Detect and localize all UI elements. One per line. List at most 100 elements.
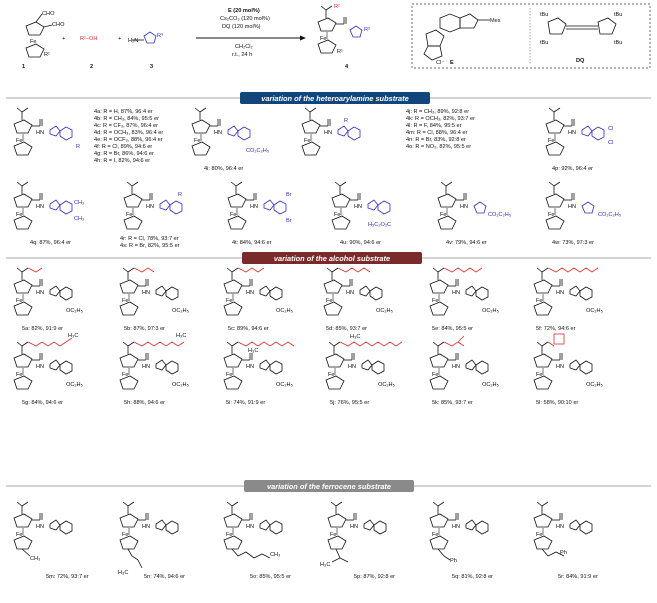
row-5m-5r: CH₃ Fe HN 5m: 72%, 93:7 er H₃C Fe HN 5n:… xyxy=(13,501,598,580)
svg-text:HN: HN xyxy=(142,524,150,530)
svg-text:HN: HN xyxy=(324,130,332,136)
compound-5r-structure: Ph Fe HN xyxy=(533,501,593,557)
svg-text:DQ: DQ xyxy=(576,58,585,64)
svg-text:HN: HN xyxy=(142,290,150,296)
condition-catalyst: E (20 mol%) xyxy=(228,8,260,14)
svg-text:CO₂C₂H₅: CO₂C₂H₅ xyxy=(488,212,511,218)
svg-text:HN: HN xyxy=(452,364,460,370)
entry-4k: 4k: R = OCH₃, 82%, 93:7 er xyxy=(406,116,475,122)
section-banner-alcohol xyxy=(242,252,422,264)
label-5m: 5m: 72%, 93:7 er xyxy=(46,574,89,580)
label-5l: 5l: 58%, 90:10 er xyxy=(536,400,578,406)
svg-text:HN: HN xyxy=(250,204,258,210)
svg-text:OC₂H₅: OC₂H₅ xyxy=(586,382,603,388)
catalyst-box xyxy=(411,3,651,69)
svg-text:H₃C: H₃C xyxy=(350,334,360,340)
svg-text:Cl⁻: Cl⁻ xyxy=(436,60,444,66)
svg-text:Fe: Fe xyxy=(328,372,335,378)
svg-text:Fe: Fe xyxy=(326,298,333,304)
label-4p: 4p: 92%, 96:4 er xyxy=(552,166,593,172)
compound-4q-structure: Fe HN CH₃ CH₃ xyxy=(13,181,84,230)
svg-text:HN: HN xyxy=(556,290,564,296)
svg-text:HN: HN xyxy=(452,290,460,296)
entry-4a: 4a: R = H, 87%, 96:4 er xyxy=(94,109,153,115)
svg-text:HN: HN xyxy=(568,204,576,210)
section-title-alcohol: variation of the alcohol substrate xyxy=(274,254,390,263)
label-5c: 5c: 89%, 94:6 er xyxy=(228,326,269,332)
reagent-1-number: 1 xyxy=(22,64,25,70)
compound-5b-structure: Fe HN OC₂H₅ xyxy=(119,267,189,316)
entry-4o: 4o: R = NO₂, 82%, 95:5 er xyxy=(406,144,471,150)
svg-text:HN: HN xyxy=(354,204,362,210)
reagent-1-structure: CHO CHO Fe R¹ xyxy=(25,11,65,58)
entry-4g: 4g: R = Br, 86%, 94:6 er xyxy=(94,151,154,157)
svg-text:HN: HN xyxy=(350,524,358,530)
product-number: 4 xyxy=(345,64,349,70)
compound-5a-structure: Fe HN OC₂H₅ xyxy=(13,267,83,316)
label-4s: 4s: R = Br, 82%, 95:5 er xyxy=(120,243,180,249)
svg-text:OC₂H₅: OC₂H₅ xyxy=(276,382,293,388)
label-5i: 5i: 74%, 91:9 er xyxy=(226,400,265,406)
catalyst-e-structure: Mes Cl⁻ E xyxy=(423,13,501,66)
row-5a-5f: Fe HN OC₂H₅ 5a: 82%, 91:9 er Fe HN OC₂H₅… xyxy=(13,267,603,332)
compound-4r-structure: Fe HN R xyxy=(123,181,183,230)
section-title-heteroarylamine: variation of the heteroarylamine substra… xyxy=(261,94,408,103)
svg-text:HN: HN xyxy=(214,130,222,136)
svg-text:Fe: Fe xyxy=(536,372,543,378)
svg-text:Fe: Fe xyxy=(16,298,23,304)
svg-text:H₃C: H₃C xyxy=(320,562,330,568)
svg-text:Fe: Fe xyxy=(122,532,129,538)
entry-4e: 4e: R = OCF₃, 88%, 96:4 er xyxy=(94,137,163,143)
product-4-structure: R² Fe R¹ R³ xyxy=(317,4,370,55)
svg-text:Fe: Fe xyxy=(432,298,439,304)
svg-text:CH₃: CH₃ xyxy=(30,556,40,562)
condition-time: r.t., 24 h xyxy=(232,52,252,58)
entry-4n: 4n: R = Br, 83%, 92:8 er xyxy=(406,137,466,143)
svg-text:HN: HN xyxy=(346,290,354,296)
label-5r: 5r: 84%, 91:9 er xyxy=(558,574,598,580)
label-4r: 4r: R = Cl, 78%, 93:7 er xyxy=(120,236,179,242)
svg-text:Fe: Fe xyxy=(122,298,129,304)
svg-text:Fe: Fe xyxy=(548,212,555,218)
svg-text:H₃C: H₃C xyxy=(248,348,258,354)
label-5e: 5e: 84%, 95:5 er xyxy=(432,326,473,332)
svg-text:R: R xyxy=(344,118,348,124)
entry-4m: 4m: R = Cl, 88%, 96:4 er xyxy=(406,130,468,136)
reagent-2-formula: R²–OH xyxy=(80,36,97,42)
svg-text:HN: HN xyxy=(36,204,44,210)
svg-text:HN: HN xyxy=(142,364,150,370)
svg-text:HN: HN xyxy=(146,204,154,210)
svg-text:OC₂H₅: OC₂H₅ xyxy=(586,308,603,314)
svg-text:OC₂H₅: OC₂H₅ xyxy=(482,308,499,314)
label-5p: 5p: 87%, 92:8 er xyxy=(354,574,395,580)
svg-text:HN: HN xyxy=(568,130,576,136)
entry-4f: 4f: R = Cl, 89%, 94:6 er xyxy=(94,144,152,150)
svg-text:E: E xyxy=(450,60,454,66)
svg-text:Fe: Fe xyxy=(16,212,23,218)
svg-text:HN: HN xyxy=(460,204,468,210)
svg-text:Fe: Fe xyxy=(536,532,543,538)
svg-text:Fe: Fe xyxy=(548,138,555,144)
compound-5e-structure: Fe HN OC₂H₅ xyxy=(429,267,499,316)
label-5b: 5b: 87%, 97:3 er xyxy=(124,326,165,332)
svg-text:Fe: Fe xyxy=(304,138,311,144)
svg-text:R: R xyxy=(178,192,182,198)
svg-text:tBu: tBu xyxy=(540,40,548,46)
compound-5i-structure: H₃C Fe HN OC₂H₅ xyxy=(223,341,295,390)
svg-text:HN: HN xyxy=(36,130,44,136)
compound-5d-structure: Fe HN OC₂H₅ xyxy=(323,267,393,316)
svg-text:Fe: Fe xyxy=(226,532,233,538)
svg-text:Fe: Fe xyxy=(16,372,23,378)
plus-sign-1: + xyxy=(62,36,65,42)
svg-text:H₅C₂O₂C: H₅C₂O₂C xyxy=(368,222,391,228)
svg-text:H₃C: H₃C xyxy=(176,333,186,339)
label-4q: 4q: 87%, 96:4 er xyxy=(30,240,71,246)
svg-text:CH₃: CH₃ xyxy=(74,200,84,206)
compound-5n-structure: H₃C Fe HN xyxy=(118,501,179,576)
compound-5m-structure: CH₃ Fe HN xyxy=(13,501,73,562)
svg-text:OC₂H₅: OC₂H₅ xyxy=(66,382,83,388)
reaction-equation: CHO CHO Fe R¹ 1 + R²–OH 2 + H₂N R³ 3 E (… xyxy=(22,3,651,70)
entry-4j: 4j: R = CH₃, 89%, 92:8 er xyxy=(406,109,469,115)
condition-oxidant: DQ (120 mol%) xyxy=(222,24,261,30)
svg-text:Ph: Ph xyxy=(450,558,457,564)
